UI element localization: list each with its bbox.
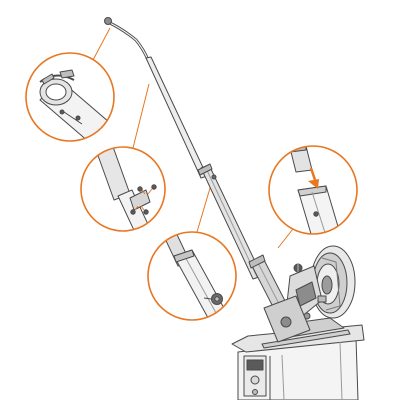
callout-top-clamp bbox=[25, 52, 115, 142]
callout-insert-arrow bbox=[268, 145, 358, 235]
boom-arm bbox=[104, 17, 311, 343]
welding-unit bbox=[231, 317, 365, 400]
callout-telescopic-joint bbox=[147, 231, 237, 321]
callout-bracket-screws bbox=[80, 146, 166, 232]
wire-feeder bbox=[283, 245, 356, 331]
down-arrow-icon bbox=[308, 167, 319, 189]
